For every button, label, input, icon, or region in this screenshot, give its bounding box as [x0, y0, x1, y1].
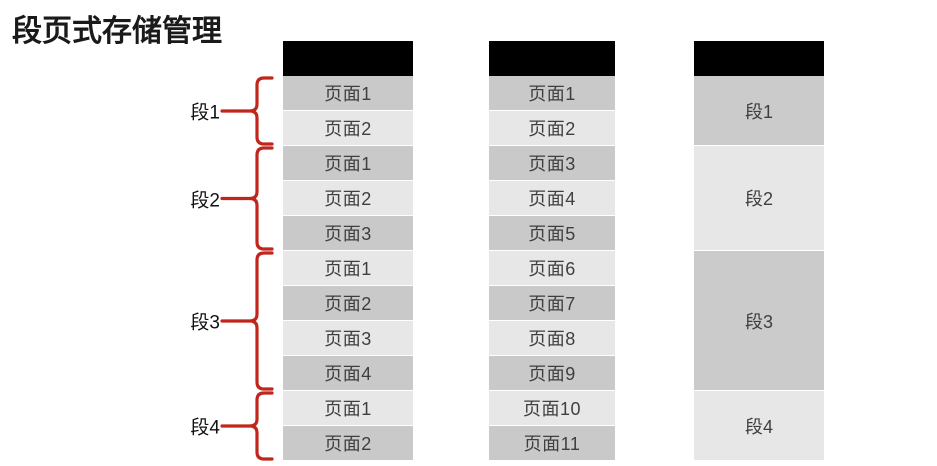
segment-bracket-group	[220, 76, 274, 461]
logical-page-cell: 页面3	[283, 216, 413, 251]
page-frame-cell: 页面4	[489, 181, 615, 216]
segment-block: 段2	[694, 146, 824, 251]
segment-label: 段3	[190, 312, 220, 334]
segment-bracket	[238, 76, 274, 146]
page-frame-cell: 页面7	[489, 286, 615, 321]
segment-block: 段4	[694, 391, 824, 461]
logical-page-cell: 页面4	[283, 356, 413, 391]
segment-label: 段4	[190, 417, 220, 439]
segment-label: 段2	[190, 190, 220, 211]
page-frame-cell: 页面6	[489, 251, 615, 286]
page-frame-cell: 页面2	[489, 111, 615, 146]
segment-column-header	[694, 41, 824, 76]
page-title: 段页式存储管理	[12, 15, 222, 48]
logical-page-cell: 页面1	[283, 391, 413, 426]
segment-block: 段3	[694, 251, 824, 391]
page-frame-cell: 页面3	[489, 146, 615, 181]
logical-page-cell: 页面2	[283, 111, 413, 146]
logical-page-cell: 页面1	[283, 251, 413, 286]
logical-page-cell: 页面2	[283, 426, 413, 461]
page-frame-cell: 页面1	[489, 76, 615, 111]
page-frame-cell: 页面8	[489, 321, 615, 356]
logical-page-cell: 页面2	[283, 286, 413, 321]
logical-page-cell: 页面1	[283, 76, 413, 111]
segment-block: 段1	[694, 76, 824, 146]
logical-page-cell: 页面3	[283, 321, 413, 356]
page-frame-column-header	[489, 41, 615, 76]
page-frame-cell: 页面5	[489, 216, 615, 251]
segment-bracket	[238, 251, 274, 391]
segment-bracket	[238, 146, 274, 251]
page-frame-cell: 页面11	[489, 426, 615, 461]
segment-bracket	[238, 391, 274, 461]
logical-page-cell: 页面2	[283, 181, 413, 216]
page-frame-cell: 页面9	[489, 356, 615, 391]
logical-page-cell: 页面1	[283, 146, 413, 181]
segment-label: 段1	[190, 102, 220, 124]
logical-page-column-header	[283, 41, 413, 76]
page-frame-cell: 页面10	[489, 391, 615, 426]
